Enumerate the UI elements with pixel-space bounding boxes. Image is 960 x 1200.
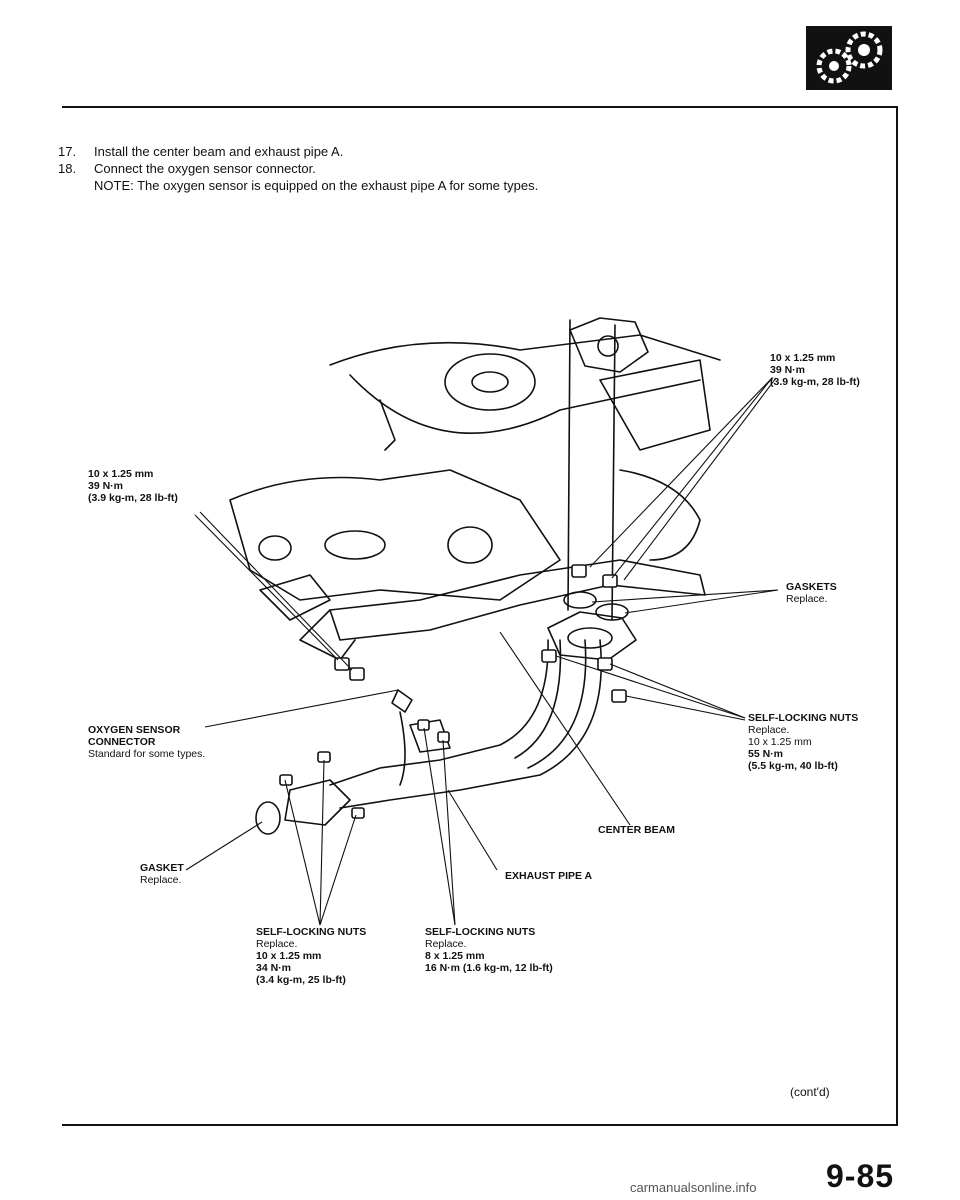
callout-exhaust-pipe: EXHAUST PIPE A	[505, 870, 593, 882]
lower-nut-3-icon	[351, 807, 365, 819]
step-18: 18. Connect the oxygen sensor connector.	[58, 161, 316, 176]
top-rule	[62, 106, 898, 108]
leader-center-beam	[499, 631, 631, 826]
leader-nuts-bl-2	[319, 759, 325, 926]
leader-bolt-right-1	[589, 377, 773, 568]
upper-bolt-2-icon	[602, 574, 618, 588]
leader-nuts-right-2	[609, 663, 746, 719]
leader-gaskets-1	[591, 589, 779, 603]
flange-nut-3-icon	[611, 689, 627, 703]
callout-nuts-bottom-center: SELF-LOCKING NUTS Replace. 8 x 1.25 mm 1…	[425, 926, 553, 974]
step-note: NOTE: The oxygen sensor is equipped on t…	[94, 178, 539, 193]
body-panel-contour	[619, 469, 701, 561]
manifold-flange-port	[597, 335, 619, 357]
gasket-lower	[255, 801, 281, 835]
exhaust-pipe-upper	[329, 639, 549, 786]
body-panel-edge	[349, 374, 701, 435]
beam-bolt-1-icon	[334, 657, 350, 671]
engine-pulley	[258, 535, 292, 561]
engine-round-port	[447, 526, 493, 564]
callout-oxygen-sensor: OXYGEN SENSOR CONNECTOR Standard for som…	[88, 724, 206, 760]
leader-oxygen	[204, 689, 399, 728]
alignment-line-2	[611, 324, 616, 621]
leader-bolt-right-2	[611, 377, 773, 579]
leader-nuts-right-3	[625, 695, 746, 721]
leader-exhaust	[447, 789, 498, 871]
body-panel-hole-inner	[471, 371, 509, 393]
procedure-steps: 17. Install the center beam and exhaust …	[58, 143, 538, 194]
pipe-upper-flange-bore	[567, 627, 613, 649]
beam-bolt-2-icon	[349, 667, 365, 681]
callout-bolt-left: 10 x 1.25 mm 39 N·m (3.9 kg-m, 28 lb-ft)	[88, 468, 178, 504]
watermark: carmanualsonline.info	[630, 1180, 757, 1195]
callout-nuts-right: SELF-LOCKING NUTS Replace. 10 x 1.25 mm …	[748, 712, 859, 772]
continued-label: (cont'd)	[790, 1085, 830, 1099]
pipe-upper-flange	[547, 611, 637, 661]
body-panel-hole	[444, 353, 536, 411]
hanger-bracket	[379, 399, 396, 451]
leader-nuts-bc-1	[423, 727, 456, 926]
engine-boss	[324, 530, 386, 560]
callout-gaskets: GASKETS Replace.	[786, 581, 837, 605]
manifold-flange	[569, 317, 649, 373]
leader-bolt-left-1	[194, 514, 339, 661]
leader-bolt-right-3	[623, 377, 777, 581]
section-gears-icon	[806, 26, 892, 90]
bracket-nut-1-icon	[417, 719, 430, 731]
leader-gaskets-2	[624, 589, 779, 614]
page-number: 9-85	[826, 1158, 895, 1194]
callout-nuts-bottom-left: SELF-LOCKING NUTS Replace. 10 x 1.25 mm …	[256, 926, 367, 986]
oxygen-sensor-wire	[399, 711, 406, 786]
callout-center-beam: CENTER BEAM	[598, 824, 676, 836]
leader-gasket	[185, 821, 263, 871]
body-panel-outline	[329, 334, 721, 366]
pipe-bracket	[409, 719, 451, 753]
right-rule	[896, 106, 898, 1124]
upper-bolt-1-icon	[571, 564, 587, 578]
alignment-line-1	[567, 319, 571, 611]
oxygen-sensor-connector	[391, 689, 413, 713]
center-beam-end-left	[299, 609, 356, 661]
exhaust-pipe-inner-left	[514, 639, 562, 759]
flange-nut-1-icon	[541, 649, 557, 663]
engine-mount	[259, 574, 331, 621]
engine-block-outline	[229, 469, 561, 601]
callout-gasket: GASKET Replace.	[140, 862, 184, 886]
exhaust-pipe-inner-right	[527, 639, 587, 769]
leader-nuts-bc-2	[442, 739, 456, 926]
bottom-rule	[62, 1124, 898, 1126]
step-17: 17. Install the center beam and exhaust …	[58, 144, 344, 159]
leader-bolt-left-2	[199, 511, 353, 671]
gasket-upper-1	[563, 591, 597, 609]
flange-nut-2-icon	[597, 657, 613, 671]
callout-bolt-right: 10 x 1.25 mm 39 N·m (3.9 kg-m, 28 lb-ft)	[770, 352, 860, 388]
body-panel-recess	[599, 359, 711, 451]
leader-nuts-bl-3	[319, 814, 357, 926]
leader-nuts-right-1	[555, 655, 746, 719]
leader-nuts-bl-1	[284, 779, 321, 926]
center-beam	[329, 559, 706, 641]
